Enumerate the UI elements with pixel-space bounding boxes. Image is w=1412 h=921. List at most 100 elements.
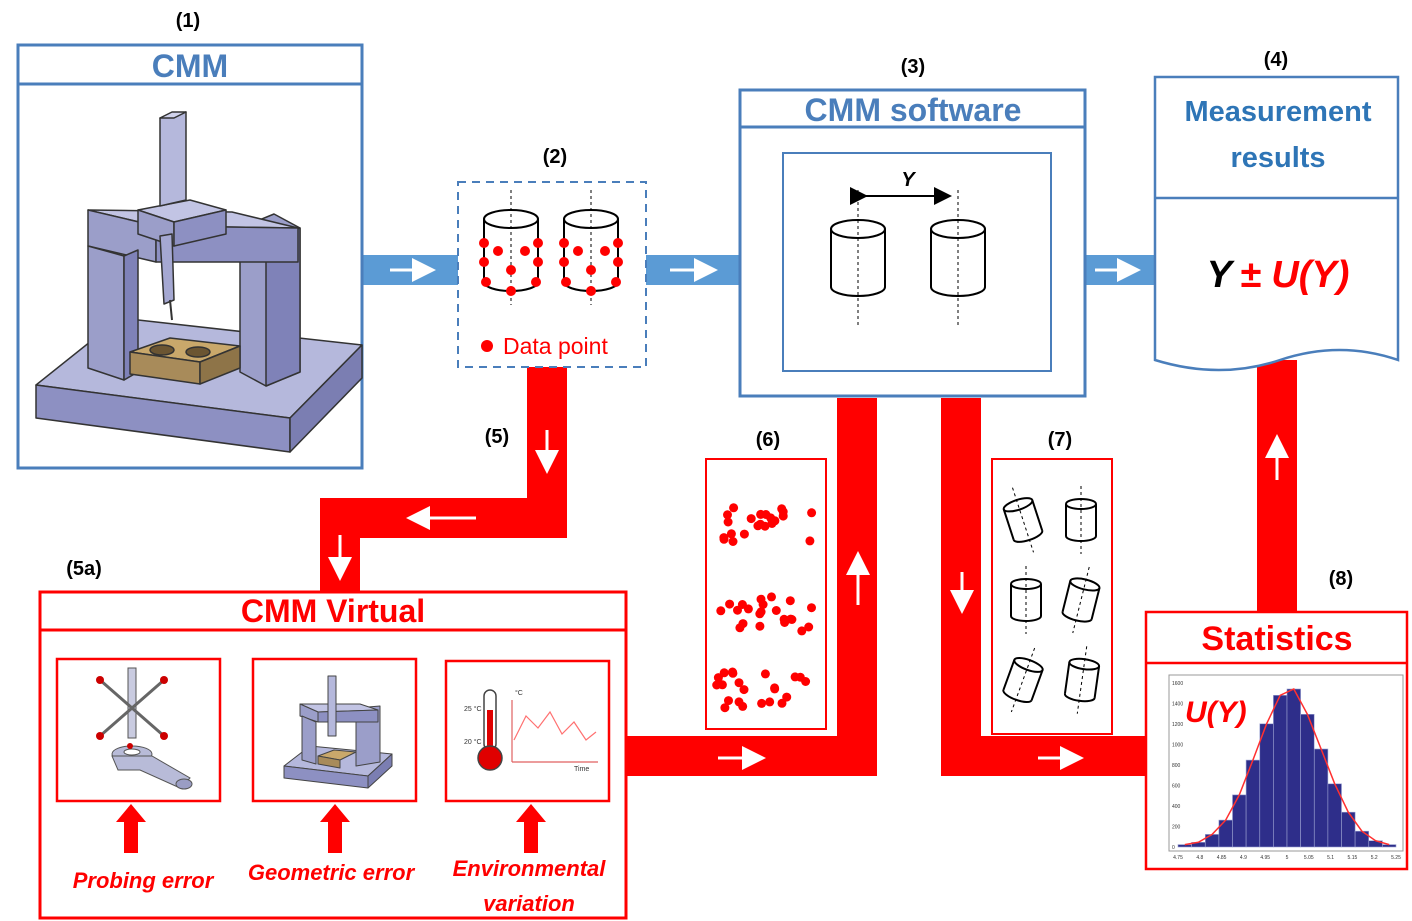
x-tick-label: 5.15 [1348, 855, 1358, 861]
cloud-point [805, 536, 815, 546]
cloud-point [756, 594, 766, 604]
flow-7 [941, 398, 1148, 776]
y-tick-label: 1400 [1172, 702, 1183, 708]
error-input-arrows [116, 804, 546, 853]
cloud-point [753, 521, 763, 531]
cloud-point [797, 626, 807, 636]
cloud-point [733, 605, 742, 615]
cloud-point [738, 619, 748, 629]
probing-panel [55, 657, 222, 803]
cloud-point [755, 621, 765, 631]
histogram-bar [1259, 723, 1274, 848]
y-tick-label: 200 [1172, 825, 1181, 831]
cmm-title: CMM [152, 48, 228, 84]
cloud-point [723, 510, 732, 520]
cloud-point [739, 685, 749, 695]
cylinder-variant [1002, 487, 1044, 553]
cloud-point [807, 603, 816, 613]
histogram-bar [1382, 844, 1397, 848]
cloud-point [785, 596, 795, 606]
thermo-lo: 20 °C [464, 738, 482, 746]
cloud-point [767, 592, 776, 602]
geometric-machine-illustration [283, 675, 393, 789]
environmental-label-1: Environmental [453, 856, 607, 881]
histogram-bar [1341, 811, 1356, 848]
cloud-point [716, 606, 726, 616]
cloud-point [723, 517, 733, 527]
environmental-panel [444, 659, 611, 803]
cylinder-variant [1065, 486, 1097, 554]
cloud-point [804, 622, 814, 632]
cylinder-variant [1063, 646, 1101, 714]
point-cloud-dots [712, 503, 817, 713]
x-tick-label: 5.2 [1371, 855, 1378, 861]
probing-error-label: Probing error [73, 868, 215, 893]
legend-dot [481, 340, 493, 352]
x-tick-label: 4.85 [1217, 855, 1227, 861]
geometric-error-label: Geometric error [248, 860, 416, 885]
geometric-up-arrow [320, 804, 350, 853]
y-tick-label: 0 [1172, 845, 1175, 851]
cylinder-variant [1061, 566, 1101, 634]
cloud-point [756, 607, 766, 617]
y-tick-label: 1200 [1172, 722, 1183, 728]
histogram-bar [1177, 844, 1192, 848]
cloud-point [728, 667, 737, 677]
cloud-point [807, 508, 817, 518]
histogram-bars [1177, 688, 1397, 848]
label-8: (8) [1329, 568, 1353, 590]
y-tick-label: 600 [1172, 784, 1181, 790]
histogram-bar [1300, 713, 1315, 848]
x-tick-label: 5.25 [1391, 855, 1401, 861]
x-tick-label: 4.8 [1196, 855, 1203, 861]
virtual-title: CMM Virtual [241, 593, 425, 629]
software-cylinders [830, 190, 986, 325]
cloud-point [728, 537, 738, 546]
cloud-point [717, 680, 727, 690]
normal-fit-curve [1184, 688, 1390, 846]
flow-virtual-to-software [626, 398, 877, 776]
cloud-point [780, 618, 790, 627]
cloud-point [757, 698, 767, 708]
axis-time: Time [574, 766, 589, 773]
thermo-hi: 25 °C [464, 705, 482, 713]
y-tick-label: 400 [1172, 804, 1181, 810]
cylinder-variant [1010, 566, 1042, 634]
cloud-point [760, 669, 770, 679]
data-points-box: Data point [457, 181, 647, 368]
blue-flows [363, 255, 1155, 285]
probing-up-arrow [116, 804, 146, 853]
cloud-point [729, 503, 739, 513]
probe-illustration [96, 667, 193, 790]
cmm-box: CMM [16, 43, 364, 470]
histogram-bar [1354, 830, 1369, 848]
histogram-bar [1314, 748, 1329, 848]
temperature-chart [511, 700, 598, 763]
histogram-bar [1273, 694, 1288, 848]
cloud-point [726, 529, 736, 539]
cloud-point [743, 604, 753, 614]
statistics-title: Statistics [1201, 620, 1352, 658]
cmm-software-box: CMM software Y [738, 88, 1087, 398]
red-flow-arrows [328, 430, 1289, 770]
flow-5 [320, 367, 567, 592]
statistics-box: Statistics 16001400120010008006004002000… [1144, 610, 1409, 871]
cmm-machine-illustration [35, 111, 363, 453]
cylinder-variants-box [991, 458, 1113, 735]
x-tick-label: 4.75 [1173, 855, 1183, 861]
label-5: (5) [485, 426, 509, 448]
results-value: Y± U(Y) [1207, 254, 1350, 296]
cloud-point [719, 668, 729, 678]
cloud-point [770, 684, 780, 694]
y-tick-label: 1000 [1172, 743, 1183, 749]
results-value-y: Y [1207, 254, 1236, 296]
y-tick-label: 800 [1172, 763, 1181, 769]
cloud-point [734, 678, 744, 688]
data-point-legend: Data point [503, 333, 608, 359]
dimension-label: Y [901, 169, 916, 191]
cloud-point [725, 599, 735, 609]
label-6: (6) [756, 429, 780, 451]
cloud-point [765, 697, 775, 707]
label-5a: (5a) [66, 558, 102, 580]
